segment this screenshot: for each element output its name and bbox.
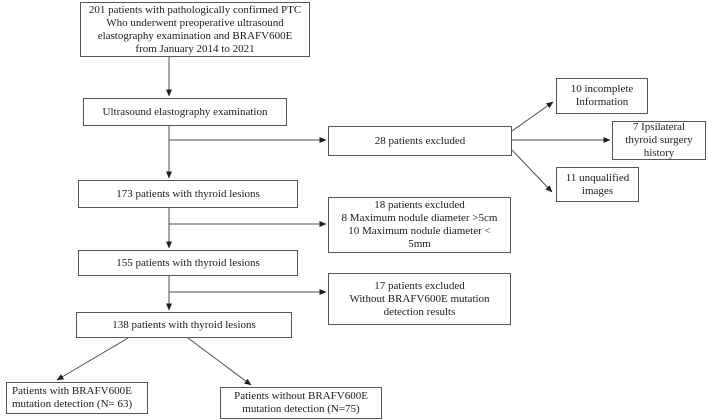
node-with-mutation-detection-text-line: mutation detection (N= 63) <box>12 398 133 410</box>
node-28-excluded-text-line: 28 patients excluded <box>374 134 466 147</box>
node-18-excluded-text-line: 8 Maximum nodule diameter >5cm <box>341 212 498 224</box>
arrow-28-to-11-unqualified <box>511 149 553 193</box>
node-17-excluded-text-line: 17 patients excluded <box>374 279 465 292</box>
node-173-lesions: 173 patients with thyroid lesions <box>78 180 298 208</box>
node-138-lesions: 138 patients with thyroid lesions <box>76 312 292 338</box>
node-7-ipsilateral-surgery-text-line: history <box>643 147 675 159</box>
node-18-excluded-text-line: 5mm <box>408 238 431 250</box>
node-18-excluded-text-line: 10 Maximum nodule diameter < <box>348 225 491 237</box>
node-28-excluded: 28 patients excluded <box>328 126 512 156</box>
node-with-mutation-detection-text-line: Patients with BRAFV600E <box>12 385 132 397</box>
node-138-lesions-text-line: 138 patients with thyroid lesions <box>112 318 256 331</box>
node-without-mutation-detection-text-line: mutation detection (N=75) <box>242 403 360 415</box>
node-11-unqualified-images-text-line: images <box>581 184 614 197</box>
node-18-excluded-text-line: 18 patients excluded <box>374 199 465 211</box>
node-201-patients-text-line: Who underwent preoperative ultrasound <box>106 16 284 29</box>
node-10-incomplete-information-text-line: Information <box>575 96 629 108</box>
arrow-28-to-10-incomplete <box>511 101 554 132</box>
node-201-patients-text-line: 201 patients with pathologically confirm… <box>88 3 302 16</box>
node-7-ipsilateral-surgery-text-line: thyroid surgery <box>625 134 693 146</box>
node-17-excluded-text-line: Without BRAFV600E mutation <box>349 292 490 305</box>
node-11-unqualified-images-text-line: 11 unqualified <box>565 171 630 184</box>
node-201-patients-text-line: from January 2014 to 2021 <box>135 42 255 55</box>
node-10-incomplete-information-text-line: 10 incomplete <box>570 83 634 95</box>
node-without-mutation-detection-text-line: Patients without BRAFV600E <box>234 390 368 402</box>
node-155-lesions-text-line: 155 patients with thyroid lesions <box>116 256 260 269</box>
node-17-excluded-text-line: detection results <box>383 305 456 318</box>
arrow-138-to-with-mutation <box>56 337 129 381</box>
node-201-patients: 201 patients with pathologically confirm… <box>80 2 310 57</box>
node-ultrasound-exam: Ultrasound elastography examination <box>83 98 287 126</box>
node-173-lesions-text-line: 173 patients with thyroid lesions <box>116 187 260 200</box>
node-155-lesions: 155 patients with thyroid lesions <box>78 250 298 276</box>
arrow-138-to-without-mutation <box>187 337 252 386</box>
node-ultrasound-exam-text-line: Ultrasound elastography examination <box>102 105 268 118</box>
node-7-ipsilateral-surgery-text-line: 7 Ipsilateral <box>632 121 686 133</box>
node-201-patients-text-line: elastography examination and BRAFV600E <box>97 29 293 42</box>
